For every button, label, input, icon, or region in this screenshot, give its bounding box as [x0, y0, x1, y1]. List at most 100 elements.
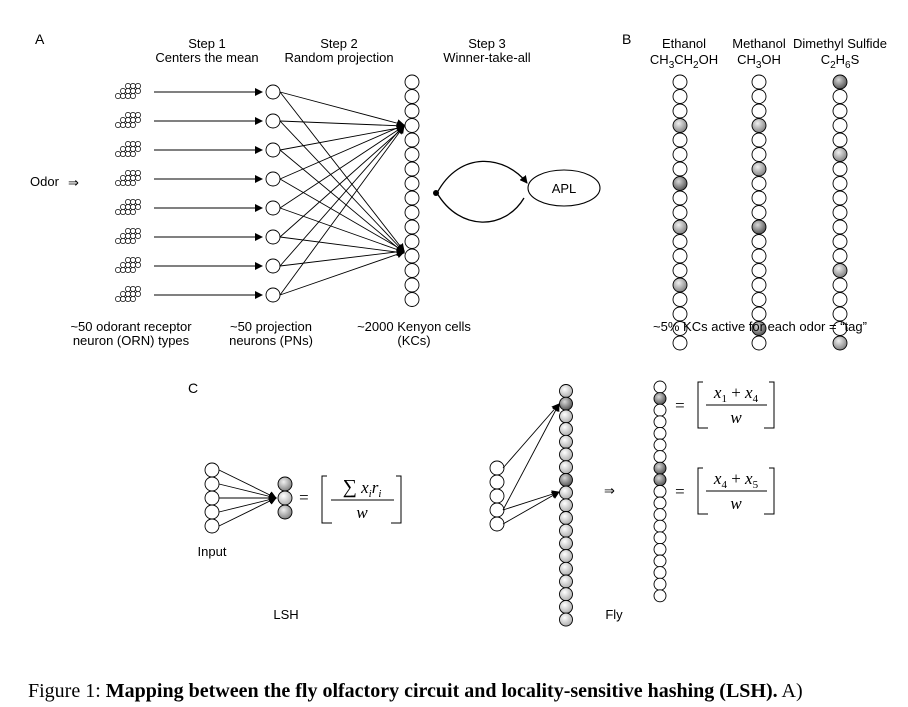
lsh-arrow: [218, 469, 277, 499]
ethanol-kc: [672, 103, 688, 119]
caption-suffix: A): [781, 680, 803, 702]
orn-neuron: [130, 117, 136, 123]
orn-neuron: [130, 151, 136, 157]
fly-tag-node: [653, 496, 667, 510]
orn-neuron: [120, 267, 126, 273]
dimethyl-sulfide-kc: [832, 89, 848, 104]
lsh-output-node: [277, 476, 293, 492]
ethanol-kc: [672, 335, 688, 351]
kc-node: [404, 219, 420, 235]
fly-tag-node: [653, 519, 667, 533]
orn-neuron: [130, 122, 136, 128]
orn-neuron: [115, 93, 121, 99]
orn-neuron: [130, 199, 136, 205]
kc-node: [404, 292, 420, 307]
panel-b-label: B: [622, 31, 631, 47]
orn-neuron: [125, 262, 131, 268]
methanol-kc: [751, 176, 767, 191]
orn-neuron: [130, 209, 136, 215]
fly-tag-node: [653, 577, 667, 591]
apl-label: APL: [552, 181, 577, 196]
fly-kc-node: [559, 599, 573, 614]
methanol-kc: [751, 89, 767, 104]
svg-text:w: w: [356, 503, 368, 522]
orn-neuron: [135, 146, 141, 152]
dimethyl-sulfide-kc: [832, 306, 848, 322]
kc-column: [404, 74, 420, 307]
orn-neuron: [130, 228, 136, 234]
orn-neuron: [115, 151, 121, 157]
projection-arrow: [279, 126, 405, 238]
lsh-arrow: [218, 483, 277, 501]
ethanol-kc: [672, 161, 688, 177]
caption-prefix: Figure 1:: [28, 680, 101, 702]
fly-kc-node: [559, 460, 573, 475]
orn-neuron: [120, 180, 126, 186]
fly-tag-node: [653, 438, 667, 452]
ethanol-kc: [672, 306, 688, 322]
orn-neuron: [125, 180, 131, 186]
orn-cluster: [115, 286, 141, 302]
input-label: Input: [198, 544, 227, 559]
fly-tag-node: [653, 508, 667, 522]
fly-input-node: [489, 460, 505, 476]
orn-neuron: [135, 83, 141, 89]
orn-neuron: [125, 88, 131, 94]
orn-neuron: [135, 199, 141, 205]
orn-neuron: [125, 209, 131, 215]
orn-neuron: [125, 291, 131, 297]
orn-neuron: [120, 151, 126, 157]
methanol-tag-column: [751, 74, 767, 351]
pn-node: [265, 287, 281, 303]
fly-kc-node: [559, 409, 573, 424]
methanol-kc: [751, 205, 767, 220]
dimethyl-sulfide-kc: [832, 205, 848, 220]
orn-neuron: [130, 286, 136, 292]
orn-neuron: [125, 199, 131, 205]
orn-neuron: [125, 204, 131, 210]
fly-input-node: [489, 488, 505, 504]
apl-feedback: [433, 160, 528, 223]
orn-neuron: [125, 112, 131, 118]
dimethyl-sulfide-kc: [832, 219, 848, 235]
lsh-label: LSH: [273, 607, 298, 622]
fly-kc-node: [559, 612, 573, 627]
ethanol-kc: [672, 118, 688, 133]
ethanol-kc: [672, 321, 688, 336]
projection-arrow: [279, 124, 405, 180]
projection-arrow: [279, 91, 405, 252]
lsh-input-node: [204, 518, 220, 534]
ethanol-kc: [672, 74, 688, 90]
ethanol-name: Ethanol: [662, 36, 706, 51]
svg-text:x4 + x5: x4 + x5: [713, 469, 759, 491]
fly-tag-node: [653, 554, 667, 568]
kc-node: [404, 263, 420, 278]
lsh-input-node: [204, 476, 220, 492]
projection-arrow: [279, 124, 405, 151]
fly-label: Fly: [605, 607, 623, 622]
orn-neuron: [130, 170, 136, 176]
projection-arrow: [279, 247, 405, 267]
orn-neuron: [130, 141, 136, 147]
pn-to-kc-arrows: [279, 91, 405, 296]
kc-node: [404, 132, 420, 148]
kc-node: [404, 118, 420, 133]
methanol-kc: [751, 292, 767, 307]
pn-node: [265, 229, 281, 245]
orn-neuron: [120, 117, 126, 123]
kc-node: [404, 248, 420, 264]
methanol-name: Methanol: [732, 36, 786, 51]
orn-neuron: [125, 117, 131, 123]
fly-kc-node: [559, 447, 573, 462]
orn-neuron: [120, 238, 126, 244]
kc-node: [404, 234, 420, 249]
dimethyl-sulfide-kc: [832, 277, 848, 293]
ethanol-kc: [672, 292, 688, 307]
orn-neuron: [125, 175, 131, 181]
orn-neuron: [130, 233, 136, 239]
fly-tag-node: [653, 566, 667, 580]
fly-kc-node: [559, 472, 573, 487]
ethanol-kc: [672, 205, 688, 220]
fly-kc-node: [559, 561, 573, 576]
orn-caption-line2: neuron (ORN) types: [73, 333, 190, 348]
